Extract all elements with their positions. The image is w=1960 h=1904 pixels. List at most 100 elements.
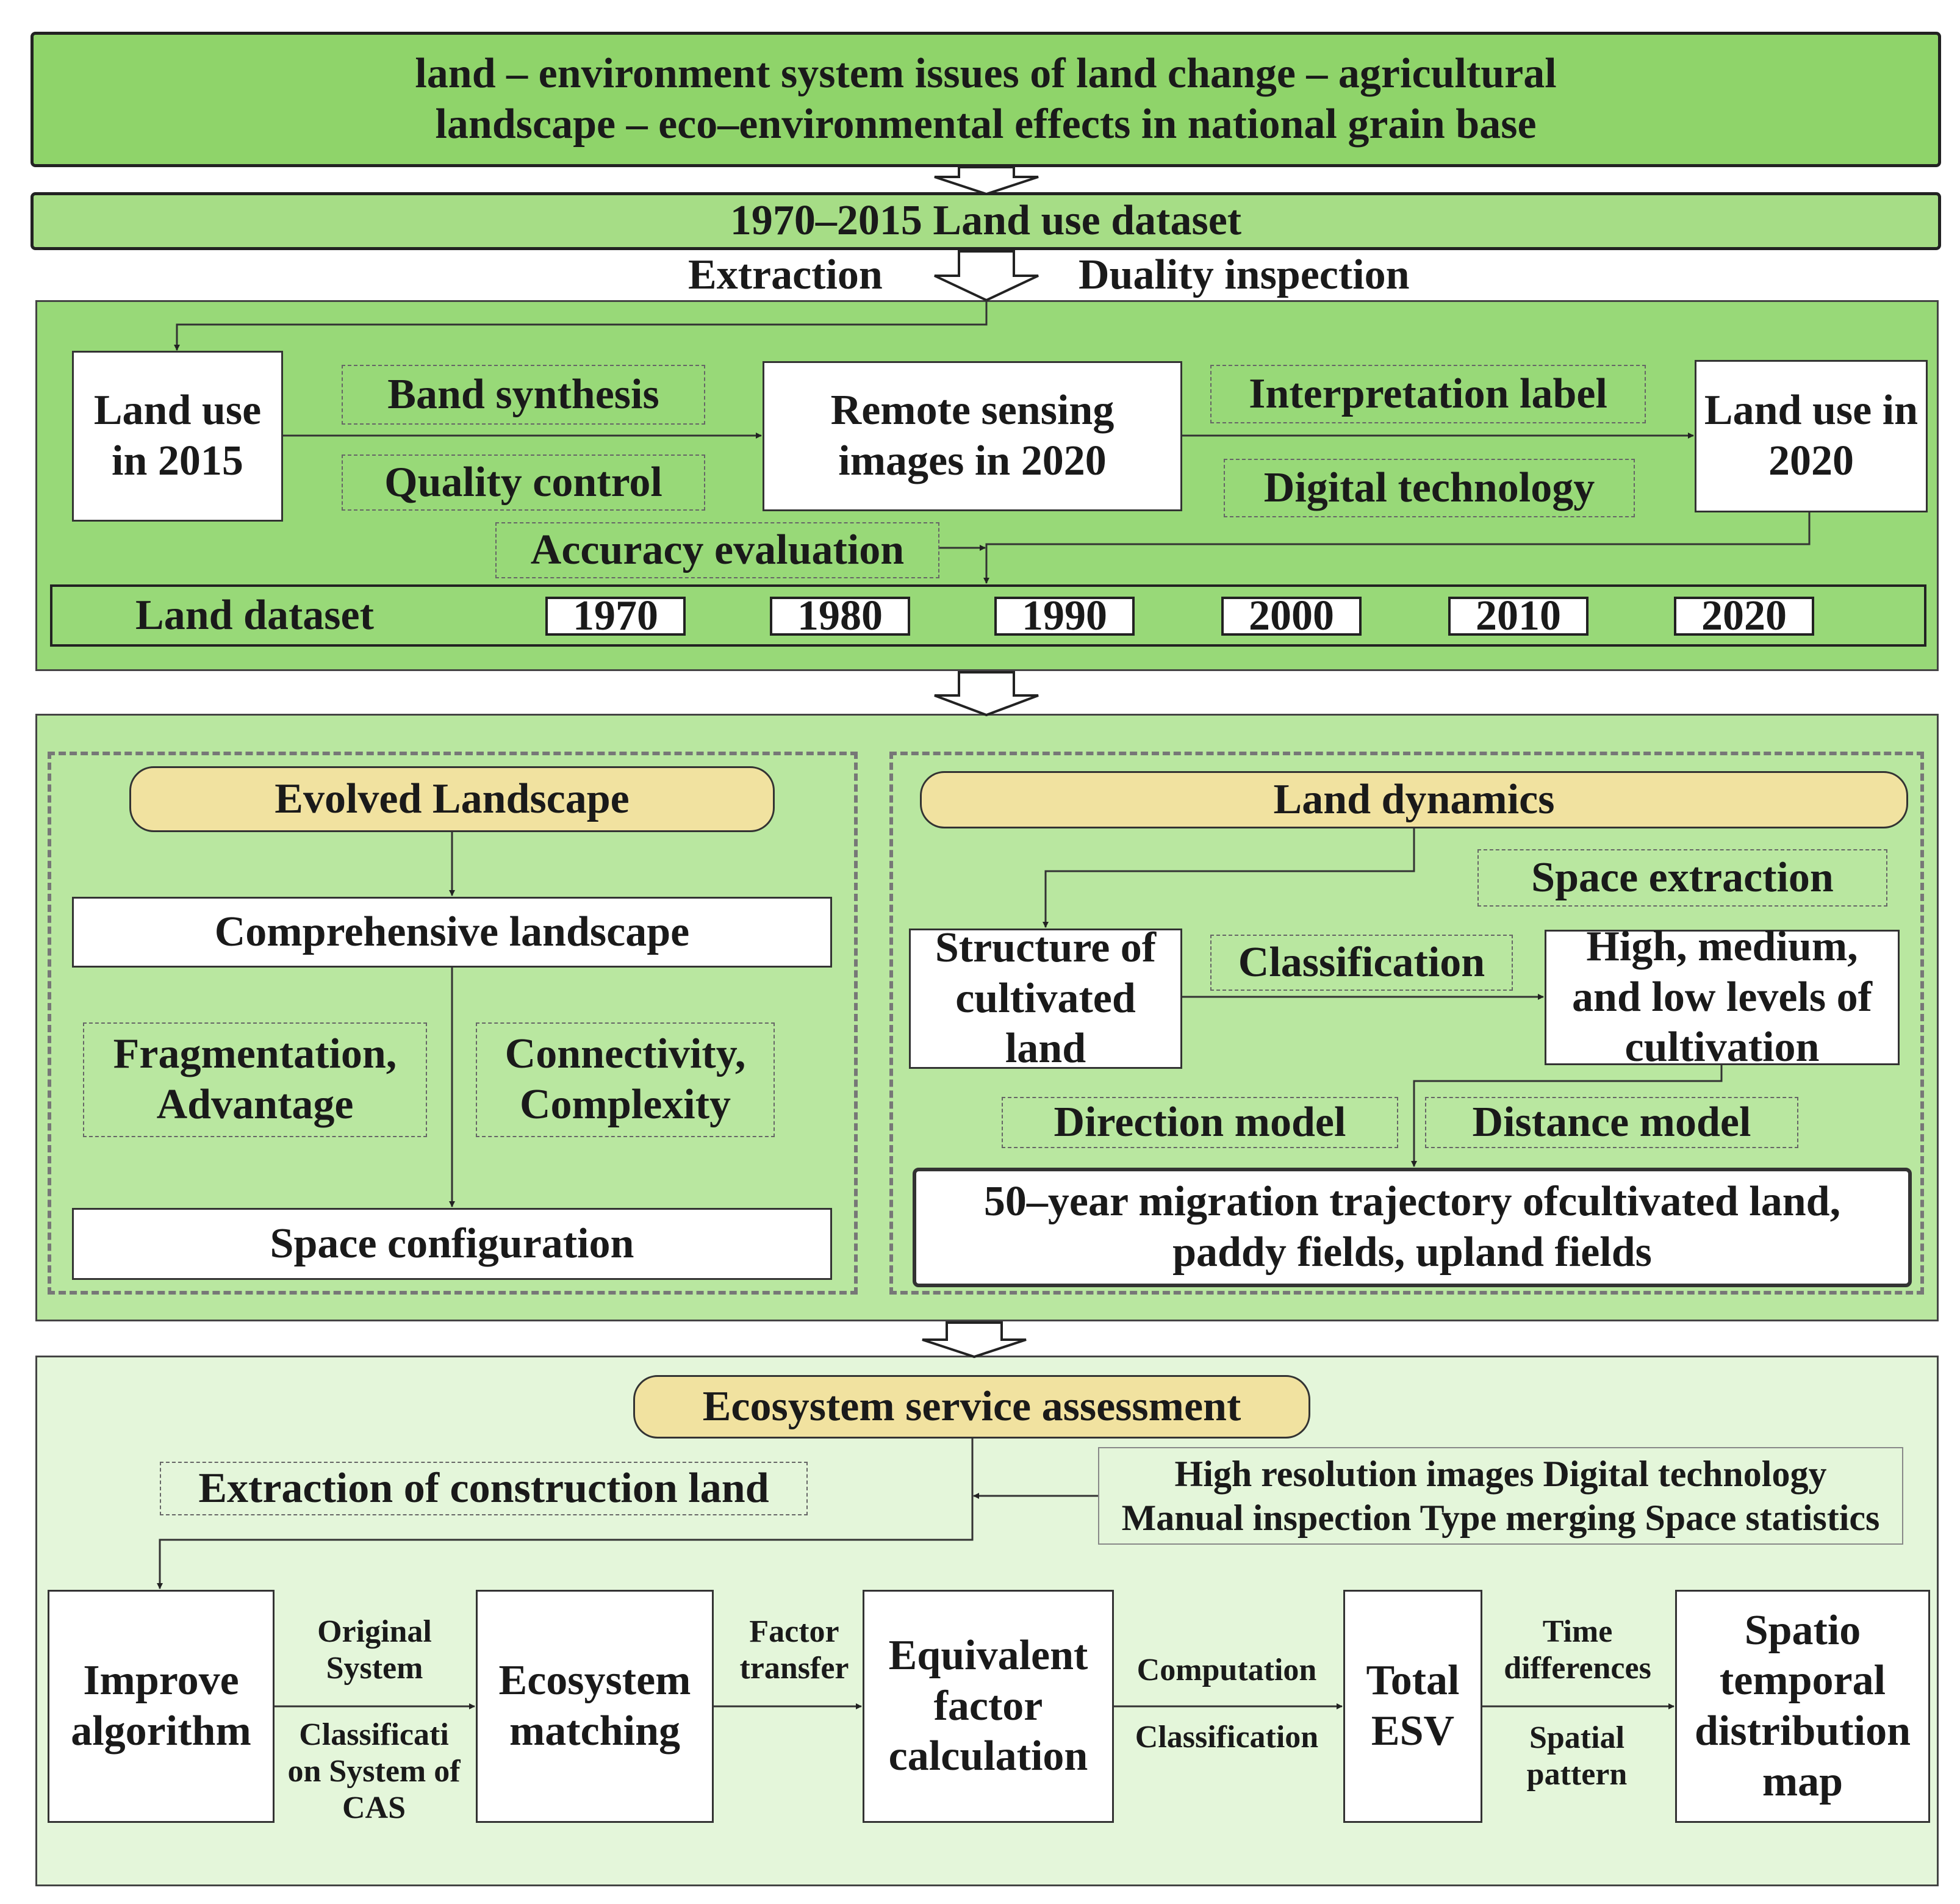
accuracy-evaluation-text: Accuracy evaluation — [530, 526, 905, 573]
high-resolution-box: High resolution images Digital technolog… — [1098, 1447, 1903, 1545]
land-use-2020-box: Land use in 2020 — [1695, 360, 1928, 512]
evolved-landscape-pill: Evolved Landscape — [129, 766, 775, 832]
cas-system-label: Classificati on System of CAS — [279, 1712, 468, 1831]
migration-line-2: paddy fields, upland fields — [1172, 1229, 1652, 1276]
equivalent-factor-text: Equivalent factor calculation — [888, 1632, 1088, 1780]
block-arrow-dataset-to-panel — [934, 250, 1039, 302]
comprehensive-landscape-text: Comprehensive landscape — [214, 908, 690, 955]
computation-text: Computation — [1136, 1653, 1317, 1688]
spatial-pattern-label: Spatial pattern — [1495, 1717, 1659, 1796]
structure-cultivated-text: Structure of cultivated land — [935, 924, 1157, 1072]
remote-sensing-label: Remote sensing images in 2020 — [830, 387, 1115, 484]
spatio-map-text: Spatio temporal distribution map — [1695, 1606, 1911, 1805]
block-arrow-panel2-to-panel3 — [922, 1321, 1027, 1359]
direction-model-box: Direction model — [1002, 1097, 1398, 1148]
dataset-banner: 1970–2015 Land use dataset — [31, 192, 1941, 250]
block-arrow-title-to-dataset — [934, 166, 1039, 196]
remote-sensing-box: Remote sensing images in 2020 — [763, 361, 1182, 511]
space-configuration-text: Space configuration — [270, 1220, 634, 1267]
year-box-2000: 2000 — [1221, 592, 1362, 639]
spatio-map-box: Spatio temporal distribution map — [1675, 1590, 1930, 1823]
land-dynamics-pill: Land dynamics — [920, 771, 1908, 828]
title-line-2: landscape – eco–environmental effects in… — [435, 101, 1537, 148]
year-2020: 2020 — [1701, 592, 1787, 639]
connectivity-text: Connectivity, Complexity — [504, 1030, 746, 1128]
quality-control-text: Quality control — [384, 458, 662, 506]
levels-cultivation-text: High, medium, and low levels of cultivat… — [1572, 923, 1872, 1071]
interpretation-label-text: Interpretation label — [1249, 370, 1607, 417]
year-2000: 2000 — [1249, 592, 1334, 639]
fragmentation-text: Fragmentation, Advantage — [113, 1030, 397, 1128]
year-1990: 1990 — [1022, 592, 1107, 639]
spatial-pattern-text: Spatial pattern — [1526, 1720, 1628, 1792]
year-box-1970: 1970 — [545, 592, 686, 639]
direction-model-text: Direction model — [1054, 1098, 1346, 1146]
comprehensive-landscape-box: Comprehensive landscape — [72, 897, 832, 968]
ecosystem-matching-text: Ecosystem matching — [498, 1657, 691, 1755]
evolved-landscape-text: Evolved Landscape — [275, 775, 630, 822]
land-dataset-label: Land dataset — [135, 592, 374, 639]
factor-transfer-text: Factor transfer — [739, 1614, 849, 1686]
digital-technology-text: Digital technology — [1263, 464, 1595, 511]
evolved-landscape-group — [48, 752, 858, 1295]
time-differences-text: Time differences — [1504, 1614, 1651, 1686]
land-use-2015-label: Land use in 2015 — [93, 387, 262, 484]
land-use-2015-box: Land use in 2015 — [72, 351, 283, 522]
levels-cultivation-box: High, medium, and low levels of cultivat… — [1545, 923, 1900, 1071]
space-extraction-text: Space extraction — [1531, 853, 1834, 901]
land-dataset-row — [50, 584, 1926, 647]
land-dynamics-group — [889, 752, 1924, 1295]
accuracy-evaluation-box: Accuracy evaluation — [495, 522, 939, 578]
year-box-2020: 2020 — [1674, 592, 1814, 639]
band-synthesis-label: Band synthesis — [342, 365, 705, 425]
ecosystem-assessment-pill: Ecosystem service assessment — [633, 1375, 1310, 1439]
classification-label: Classification — [1115, 1713, 1338, 1762]
land-use-2020-label: Land use in 2020 — [1704, 387, 1919, 484]
original-system-label: Original System — [283, 1611, 466, 1690]
year-1970: 1970 — [573, 592, 658, 639]
band-synthesis-text: Band synthesis — [387, 370, 659, 418]
land-dynamics-text: Land dynamics — [1273, 775, 1555, 823]
improve-algorithm-box: Improve algorithm — [48, 1590, 275, 1823]
time-differences-label: Time differences — [1485, 1611, 1670, 1690]
extraction-construction-box: Extraction of construction land — [160, 1462, 808, 1515]
year-2010: 2010 — [1476, 592, 1561, 639]
classification-box: Classification — [1210, 935, 1513, 991]
digital-technology-box: Digital technology — [1224, 459, 1635, 517]
ecosystem-matching-box: Ecosystem matching — [476, 1590, 714, 1823]
quality-control-label: Quality control — [342, 454, 705, 511]
ecosystem-assessment-text: Ecosystem service assessment — [702, 1382, 1241, 1430]
year-box-2010: 2010 — [1448, 592, 1588, 639]
distance-model-text: Distance model — [1472, 1098, 1751, 1146]
cas-system-text: Classificati on System of CAS — [287, 1717, 461, 1825]
year-box-1980: 1980 — [770, 592, 910, 639]
migration-trajectory-box: 50–year migration trajectory ofcultivate… — [913, 1168, 1912, 1287]
fragmentation-box: Fragmentation, Advantage — [83, 1022, 427, 1137]
original-system-text: Original System — [317, 1614, 432, 1686]
high-resolution-line-1: High resolution images Digital technolog… — [1174, 1454, 1827, 1494]
year-box-1990: 1990 — [994, 592, 1135, 639]
classification-text: Classification — [1238, 938, 1485, 986]
dataset-banner-label: 1970–2015 Land use dataset — [730, 197, 1242, 245]
space-extraction-box: Space extraction — [1477, 849, 1887, 907]
title-line-1: land – environment system issues of land… — [415, 50, 1557, 98]
migration-line-1: 50–year migration trajectory ofcultivate… — [983, 1178, 1841, 1226]
classification-label-text: Classification — [1135, 1720, 1319, 1755]
computation-label: Computation — [1115, 1646, 1338, 1695]
interpretation-label-box: Interpretation label — [1210, 365, 1646, 423]
space-configuration-box: Space configuration — [72, 1208, 832, 1280]
improve-algorithm-text: Improve algorithm — [71, 1657, 251, 1755]
year-1980: 1980 — [797, 592, 883, 639]
high-resolution-line-2: Manual inspection Type merging Space sta… — [1121, 1498, 1880, 1538]
total-esv-text: Total ESV — [1366, 1657, 1460, 1755]
equivalent-factor-box: Equivalent factor calculation — [863, 1590, 1114, 1823]
extraction-construction-text: Extraction of construction land — [198, 1464, 769, 1512]
factor-transfer-label: Factor transfer — [715, 1611, 874, 1690]
duality-label: Duality inspection — [1079, 251, 1410, 298]
block-arrow-panel1-to-panel2 — [934, 671, 1039, 717]
distance-model-box: Distance model — [1425, 1097, 1798, 1148]
total-esv-box: Total ESV — [1343, 1590, 1482, 1823]
structure-cultivated-box: Structure of cultivated land — [909, 924, 1182, 1072]
connectivity-box: Connectivity, Complexity — [476, 1022, 775, 1137]
title-banner: land – environment system issues of land… — [31, 32, 1941, 167]
